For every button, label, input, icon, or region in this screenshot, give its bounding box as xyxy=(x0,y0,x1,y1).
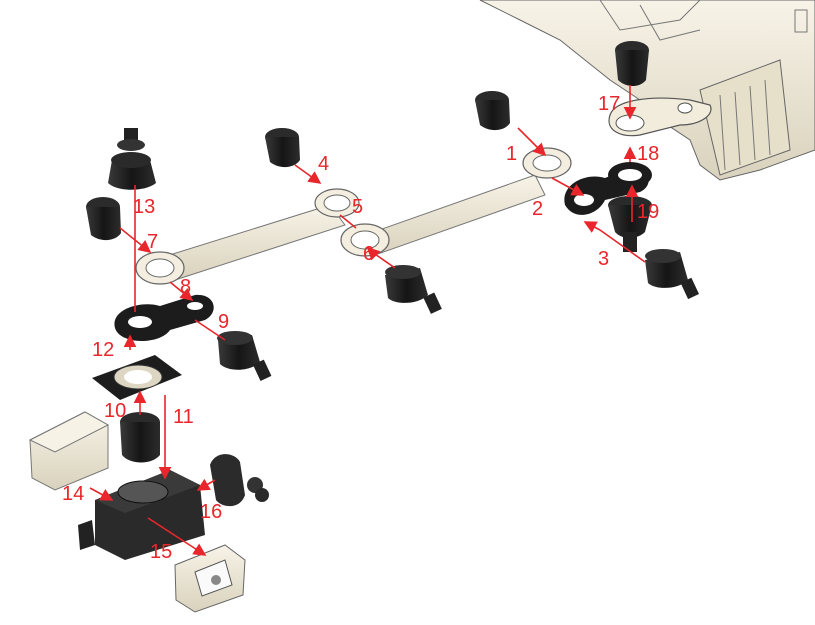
shaft-right xyxy=(364,174,546,256)
callout-8: 8 xyxy=(180,276,191,298)
bearing-part-9 xyxy=(217,331,272,381)
bushing-part-1 xyxy=(475,91,510,131)
callout-1: 1 xyxy=(506,143,517,165)
bearing-part-13 xyxy=(108,128,156,190)
callout-6: 6 xyxy=(363,243,374,265)
leader-lines xyxy=(89,85,646,556)
shaft-left xyxy=(159,204,346,281)
callout-16: 16 xyxy=(200,501,222,523)
ring-part-1 xyxy=(522,147,572,179)
motor-body xyxy=(78,470,205,560)
cover-part-16 xyxy=(210,454,269,507)
callout-3: 3 xyxy=(598,248,609,270)
callout-14: 14 xyxy=(62,483,84,505)
callout-2: 2 xyxy=(532,198,543,220)
callout-18: 18 xyxy=(637,143,659,165)
bracket-part-12 xyxy=(114,294,214,342)
callout-5: 5 xyxy=(352,196,363,218)
socket-part-15 xyxy=(174,544,246,613)
bearing-part-3 xyxy=(645,249,699,300)
bushing-part-17 xyxy=(615,41,649,86)
bracket-part-18 xyxy=(608,162,652,188)
callout-17: 17 xyxy=(598,93,620,115)
mount-plate xyxy=(92,355,182,400)
ring-part-8 xyxy=(135,251,185,285)
bushing-part-4 xyxy=(265,128,300,168)
callout-15: 15 xyxy=(150,541,172,563)
callout-12: 12 xyxy=(92,339,114,361)
ring-part-5 xyxy=(314,188,360,218)
main-housing xyxy=(479,0,815,181)
bearing-part-19 xyxy=(608,196,652,252)
callout-labels: 1 2 3 4 5 6 7 8 9 10 11 12 13 14 15 16 1… xyxy=(62,93,659,563)
callout-9: 9 xyxy=(218,311,229,333)
callout-11: 11 xyxy=(173,406,194,428)
bushing-part-10 xyxy=(120,412,160,463)
callout-13: 13 xyxy=(133,196,155,218)
callout-19: 19 xyxy=(637,201,659,223)
bushing-part-7 xyxy=(86,197,121,241)
cover-part-14 xyxy=(28,411,110,491)
ring-part-6 xyxy=(340,223,390,257)
callout-10: 10 xyxy=(104,400,126,422)
callout-7: 7 xyxy=(147,231,158,253)
callout-4: 4 xyxy=(318,153,329,175)
bearing-part-6 xyxy=(385,265,442,314)
